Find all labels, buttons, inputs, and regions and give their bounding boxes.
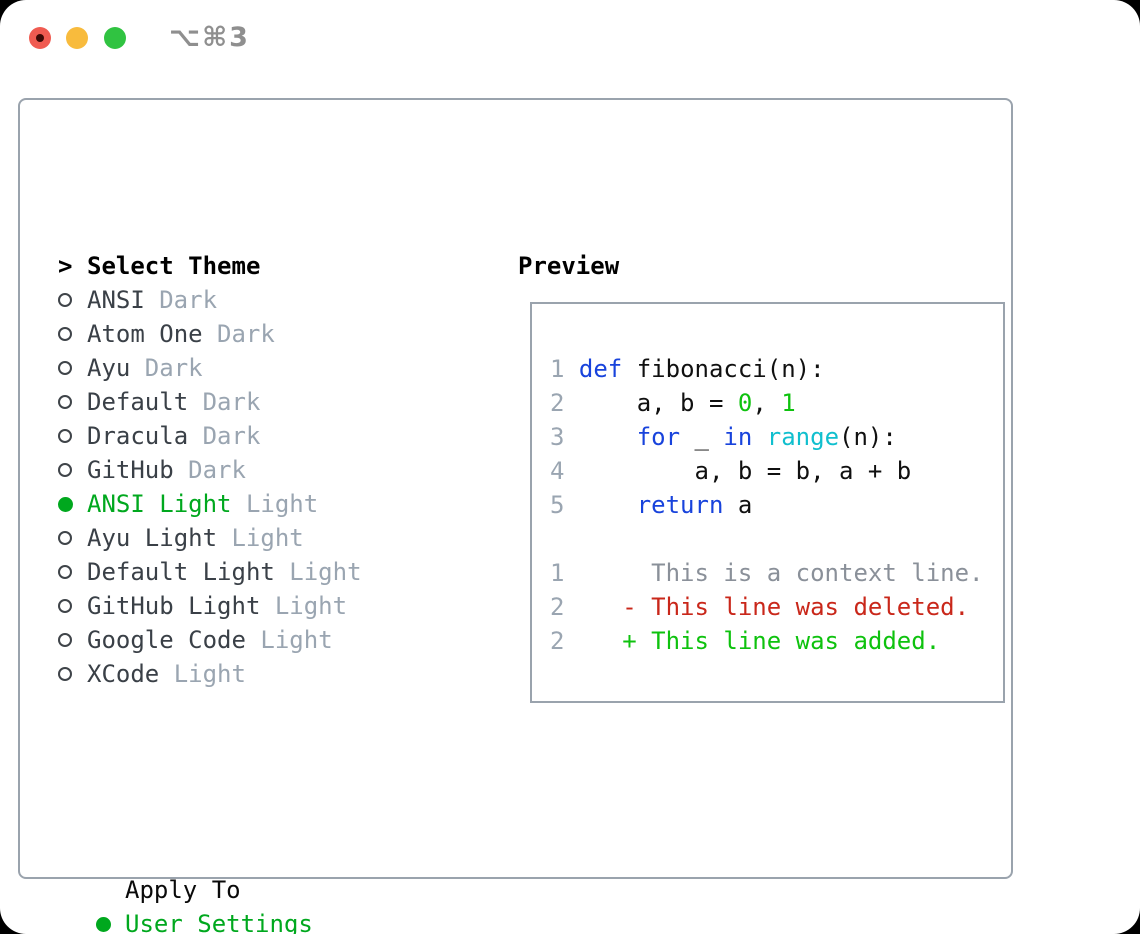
apply-option-label: User Settings [125, 910, 313, 934]
radio-icon [58, 633, 87, 647]
close-button-icon[interactable] [29, 27, 51, 49]
preview-box: 1 def fibonacci(n): 2 a, b = 0, 1 3 for _ … [530, 302, 1005, 703]
apply-to-options: User SettingsWorkspace Settings [96, 907, 385, 934]
focus-caret-icon: > [58, 252, 73, 280]
theme-option-github-light[interactable]: GitHub Light Light [58, 589, 362, 623]
theme-option-ansi-light[interactable]: ANSI Light Light [58, 487, 362, 521]
radio-icon [58, 496, 87, 512]
radio-icon [58, 395, 87, 409]
code-line: 1 This is a context line. [550, 559, 984, 587]
theme-option-ayu-light[interactable]: Ayu Light Light [58, 521, 362, 555]
theme-name: ANSI [87, 286, 145, 314]
radio-icon [58, 667, 87, 681]
preview-title: Preview [518, 252, 620, 280]
radio-icon [58, 463, 87, 477]
theme-variant-tag: Dark [202, 422, 261, 450]
theme-list-title: Select Theme [87, 252, 261, 280]
theme-list-header: > Select Theme [58, 249, 362, 283]
radio-icon [58, 565, 87, 579]
theme-name: Default Light [87, 558, 275, 586]
theme-option-dracula[interactable]: Dracula Dark [58, 419, 362, 453]
code-line: 5 return a [550, 491, 753, 519]
theme-variant-tag: Light [231, 524, 304, 552]
apply-to-title: Apply To [125, 876, 241, 904]
theme-variant-tag: Dark [188, 456, 246, 484]
radio-icon [58, 599, 87, 613]
theme-variant-tag: Light [245, 490, 319, 518]
theme-option-ayu[interactable]: Ayu Dark [58, 351, 362, 385]
theme-name: GitHub Light [87, 592, 261, 620]
apply-option-user-settings[interactable]: User Settings [96, 907, 385, 934]
code-line: 1 def fibonacci(n): [550, 355, 825, 383]
theme-variant-tag: Light [173, 660, 246, 688]
theme-name: Google Code [87, 626, 246, 654]
radio-icon [58, 361, 87, 375]
code-line: 2 - This line was deleted. [550, 593, 970, 621]
apply-to-section: Apply To User SettingsWorkspace Settings [96, 873, 385, 934]
theme-variant-tag: Light [289, 558, 362, 586]
code-line: 3 for _ in range(n): [550, 423, 897, 451]
theme-option-default[interactable]: Default Dark [58, 385, 362, 419]
theme-name: XCode [87, 660, 160, 688]
theme-option-xcode[interactable]: XCode Light [58, 657, 362, 691]
radio-icon [58, 293, 87, 307]
theme-name: Default [87, 388, 189, 416]
theme-name: Ayu [87, 354, 131, 382]
code-line [550, 522, 1003, 556]
radio-icon [58, 531, 87, 545]
theme-name: Atom One [87, 320, 203, 348]
minimize-button-icon[interactable] [66, 27, 88, 49]
radio-icon [58, 429, 87, 443]
theme-name: GitHub [87, 456, 174, 484]
theme-variant-tag: Dark [144, 354, 203, 382]
code-preview: 1 def fibonacci(n): 2 a, b = 0, 1 3 for _ … [532, 304, 1003, 658]
radio-icon [96, 916, 125, 932]
theme-variant-tag: Dark [202, 388, 261, 416]
theme-variant-tag: Light [274, 592, 348, 620]
theme-name: Ayu Light [87, 524, 218, 552]
theme-option-atom-one[interactable]: Atom One Dark [58, 317, 362, 351]
theme-variant-tag: Dark [217, 320, 275, 348]
apply-to-header: Apply To [96, 873, 385, 907]
code-line: 2 + This line was added. [550, 627, 941, 655]
theme-option-ansi[interactable]: ANSI Dark [58, 283, 362, 317]
theme-name: ANSI Light [87, 490, 232, 518]
code-line: 4 a, b = b, a + b [550, 457, 912, 485]
theme-name: Dracula [87, 422, 189, 450]
theme-option-github[interactable]: GitHub Dark [58, 453, 362, 487]
theme-variant-tag: Dark [159, 286, 218, 314]
window-title: ⌥⌘3 [169, 22, 250, 53]
theme-option-google-code[interactable]: Google Code Light [58, 623, 362, 657]
theme-variant-tag: Light [260, 626, 333, 654]
code-line: 2 a, b = 0, 1 [550, 389, 796, 417]
theme-option-default-light[interactable]: Default Light Light [58, 555, 362, 589]
radio-icon [58, 327, 87, 341]
zoom-button-icon[interactable] [104, 27, 126, 49]
